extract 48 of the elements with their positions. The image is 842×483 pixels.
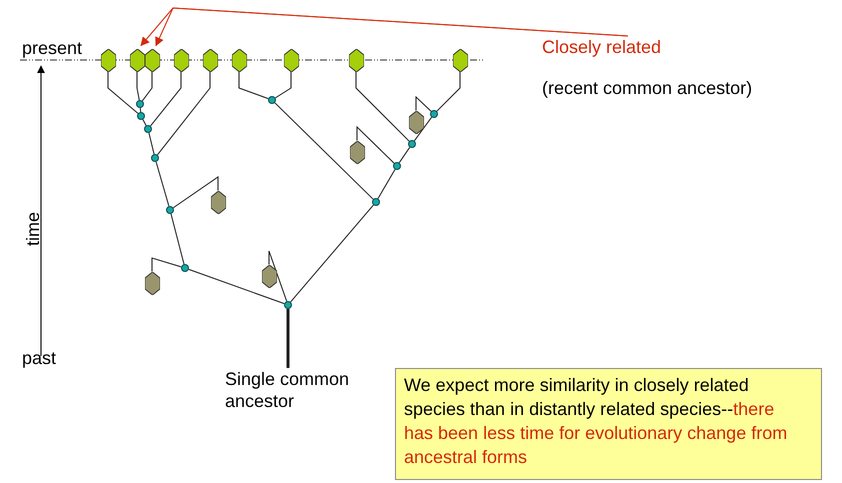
branch-line	[436, 71, 460, 112]
branch-line	[274, 71, 292, 98]
species-hexagon	[348, 48, 364, 72]
branch-line	[188, 268, 285, 304]
branch-line	[356, 126, 395, 164]
note-box	[395, 368, 822, 480]
branch-line	[274, 102, 374, 200]
branch-line	[140, 107, 142, 113]
branch-line	[142, 119, 147, 126]
branch-line	[414, 116, 432, 142]
extinct-species-hexagon	[408, 110, 424, 134]
branch-line	[136, 71, 140, 101]
callout-label: Closely related	[542, 36, 702, 58]
branch-line	[148, 132, 155, 155]
note-text: We expect more similarity in closely related species than in distantly related species--there has been less time for evolutionary change from ancestral forms	[404, 374, 788, 469]
trunk-line	[286, 309, 290, 368]
branch-line	[268, 250, 288, 302]
branch-line	[150, 71, 182, 126]
branch-line	[152, 257, 182, 272]
branch-line	[142, 71, 152, 102]
species-hexagon	[174, 48, 188, 72]
branch-line	[416, 96, 432, 112]
extinct-species-hexagon	[262, 264, 276, 288]
species-hexagon	[100, 48, 116, 72]
branch-line	[108, 71, 138, 114]
axis-label: time	[22, 212, 44, 246]
text-label: past	[22, 347, 56, 369]
extinct-species-hexagon	[144, 272, 160, 294]
species-hexagon	[202, 48, 218, 72]
extinct-species-hexagon	[350, 140, 364, 164]
species-hexagon	[130, 48, 144, 72]
text-label: present	[22, 37, 82, 59]
branch-line	[172, 176, 218, 208]
species-hexagon	[232, 48, 246, 72]
extinct-species-hexagon	[210, 190, 226, 214]
text-label: (recent common ancestor)	[542, 77, 752, 99]
species-hexagon	[144, 48, 160, 72]
species-hexagon	[284, 48, 298, 72]
ancestor-label: Single common ancestor	[225, 368, 385, 412]
branch-line	[378, 168, 396, 200]
branch-line	[156, 161, 170, 207]
branch-line	[238, 71, 269, 100]
branch-line	[290, 204, 374, 302]
species-hexagon	[452, 48, 468, 72]
branch-line	[398, 146, 410, 164]
branch-line	[156, 71, 210, 156]
branch-line	[170, 213, 184, 265]
branch-line	[356, 71, 410, 142]
